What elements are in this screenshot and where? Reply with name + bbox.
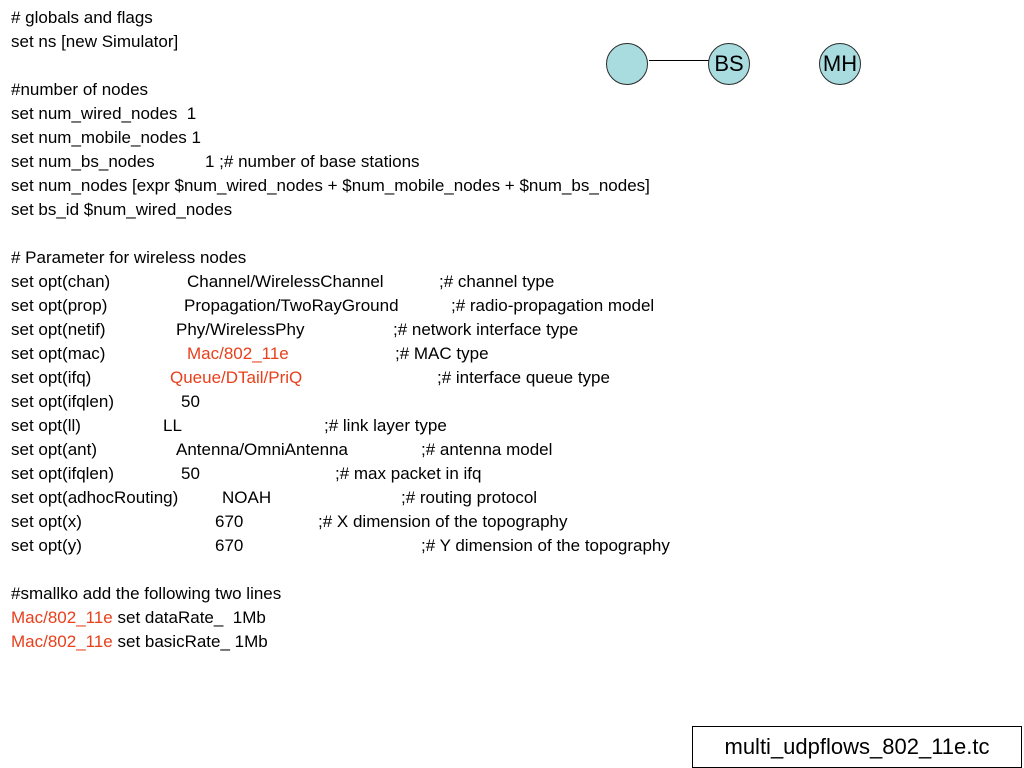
code-line: # Parameter for wireless nodes xyxy=(11,248,246,272)
opt-comment: ;# routing protocol xyxy=(401,488,538,507)
code-line: # globals and flags xyxy=(11,8,153,32)
wired-node xyxy=(606,43,648,85)
code-text: set num_bs_nodes xyxy=(11,152,155,171)
code-text: 1 ;# number of base stations xyxy=(205,152,420,171)
opt-value: Antenna/OmniAntenna xyxy=(176,440,349,459)
opt-comment: ;# X dimension of the topography xyxy=(318,512,568,531)
comment-text: #smallko add the following two lines xyxy=(11,584,282,603)
code-text: set num_mobile_nodes 1 xyxy=(11,128,201,147)
node-label: BS xyxy=(714,51,744,76)
opt-value: Propagation/TwoRayGround xyxy=(184,296,399,315)
comment-text: # Parameter for wireless nodes xyxy=(11,248,247,267)
code-line: set num_wired_nodes 1 xyxy=(11,104,196,128)
mac-highlight: Mac/802_11e xyxy=(11,608,113,627)
opt-line-chan: set opt(chan) Channel/WirelessChannel ;#… xyxy=(11,272,554,296)
code-text: set num_nodes [expr $num_wired_nodes + $… xyxy=(11,176,650,195)
node-label: MH xyxy=(822,51,858,76)
rate-line-basic: Mac/802_11e set basicRate_ 1Mb xyxy=(11,632,268,656)
opt-comment: ;# link layer type xyxy=(324,416,447,435)
opt-value-highlight: Mac/802_11e xyxy=(187,344,289,363)
code-line: set num_nodes [expr $num_wired_nodes + $… xyxy=(11,176,650,200)
code-line: set num_bs_nodes 1 ;# number of base sta… xyxy=(11,152,420,176)
blank-line xyxy=(11,224,30,248)
opt-comment: ;# Y dimension of the topography xyxy=(421,536,670,555)
opt-value-highlight: Queue/DTail/PriQ xyxy=(170,368,303,387)
opt-value: 50 xyxy=(181,392,200,411)
opt-value: 670 xyxy=(215,536,244,555)
blank-line xyxy=(11,560,30,584)
opt-line-routing: set opt(adhocRouting) NOAH ;# routing pr… xyxy=(11,488,537,512)
opt-line-ifqlen-max: set opt(ifqlen) 50 ;# max packet in ifq xyxy=(11,464,481,488)
opt-key: set opt(chan) xyxy=(11,272,111,291)
opt-key: set opt(prop) xyxy=(11,296,108,315)
code-text: set ns [new Simulator] xyxy=(11,32,179,51)
rate-line-data: Mac/802_11e set dataRate_ 1Mb xyxy=(11,608,266,632)
opt-key: set opt(mac) xyxy=(11,344,106,363)
opt-key: set opt(ifq) xyxy=(11,368,92,387)
opt-line-ant: set opt(ant) Antenna/OmniAntenna ;# ante… xyxy=(11,440,552,464)
code-line: set ns [new Simulator] xyxy=(11,32,178,56)
opt-line-netif: set opt(netif) Phy/WirelessPhy ;# networ… xyxy=(11,320,578,344)
opt-line-ifqlen: set opt(ifqlen) 50 xyxy=(11,392,200,416)
opt-comment: ;# antenna model xyxy=(421,440,553,459)
blank-line xyxy=(11,56,30,80)
opt-key: set opt(y) xyxy=(11,536,82,555)
opt-comment: ;# channel type xyxy=(439,272,555,291)
opt-key: set opt(ant) xyxy=(11,440,97,459)
opt-line-prop: set opt(prop) Propagation/TwoRayGround ;… xyxy=(11,296,654,320)
code-line: set num_mobile_nodes 1 xyxy=(11,128,201,152)
opt-key: set opt(ifqlen) xyxy=(11,464,114,483)
code-line: #number of nodes xyxy=(11,80,148,104)
opt-key: set opt(adhocRouting) xyxy=(11,488,179,507)
mobile-host-node: MH xyxy=(819,43,861,85)
tcl-script: # globals and flags set ns [new Simulato… xyxy=(11,8,670,656)
filename-label: multi_udpflows_802_11e.tc xyxy=(692,726,1022,768)
opt-comment: ;# interface queue type xyxy=(437,368,610,387)
code-line: set bs_id $num_wired_nodes xyxy=(11,200,232,224)
opt-line-ll: set opt(ll) LL ;# link layer type xyxy=(11,416,447,440)
opt-key: set opt(netif) xyxy=(11,320,106,339)
code-text: set num_wired_nodes 1 xyxy=(11,104,197,123)
opt-comment: ;# radio-propagation model xyxy=(451,296,655,315)
comment-text: #number of nodes xyxy=(11,80,149,99)
opt-comment: ;# max packet in ifq xyxy=(335,464,482,483)
opt-value: 670 xyxy=(215,512,244,531)
opt-line-x: set opt(x) 670 ;# X dimension of the top… xyxy=(11,512,568,536)
opt-value: LL xyxy=(163,416,182,435)
opt-key: set opt(ifqlen) xyxy=(11,392,114,411)
opt-key: set opt(x) xyxy=(11,512,82,531)
opt-key: set opt(ll) xyxy=(11,416,81,435)
mac-highlight: Mac/802_11e xyxy=(11,632,113,651)
opt-value: 50 xyxy=(181,464,200,483)
code-line: #smallko add the following two lines xyxy=(11,584,281,608)
opt-value: Phy/WirelessPhy xyxy=(176,320,305,339)
opt-value: Channel/WirelessChannel xyxy=(187,272,384,291)
opt-comment: ;# network interface type xyxy=(393,320,579,339)
opt-value: NOAH xyxy=(222,488,272,507)
comment-text: # globals and flags xyxy=(11,8,153,27)
opt-comment: ;# MAC type xyxy=(395,344,489,363)
code-text: set bs_id $num_wired_nodes xyxy=(11,200,233,219)
code-text: set dataRate_ 1Mb xyxy=(112,608,266,627)
wired-link xyxy=(649,60,709,61)
code-text: set basicRate_ 1Mb xyxy=(112,632,268,651)
filename-text: multi_udpflows_802_11e.tc xyxy=(724,734,990,759)
base-station-node: BS xyxy=(708,43,750,85)
opt-line-mac: set opt(mac) Mac/802_11e ;# MAC type xyxy=(11,344,489,368)
opt-line-ifq: set opt(ifq) Queue/DTail/PriQ ;# interfa… xyxy=(11,368,610,392)
opt-line-y: set opt(y) 670 ;# Y dimension of the top… xyxy=(11,536,670,560)
